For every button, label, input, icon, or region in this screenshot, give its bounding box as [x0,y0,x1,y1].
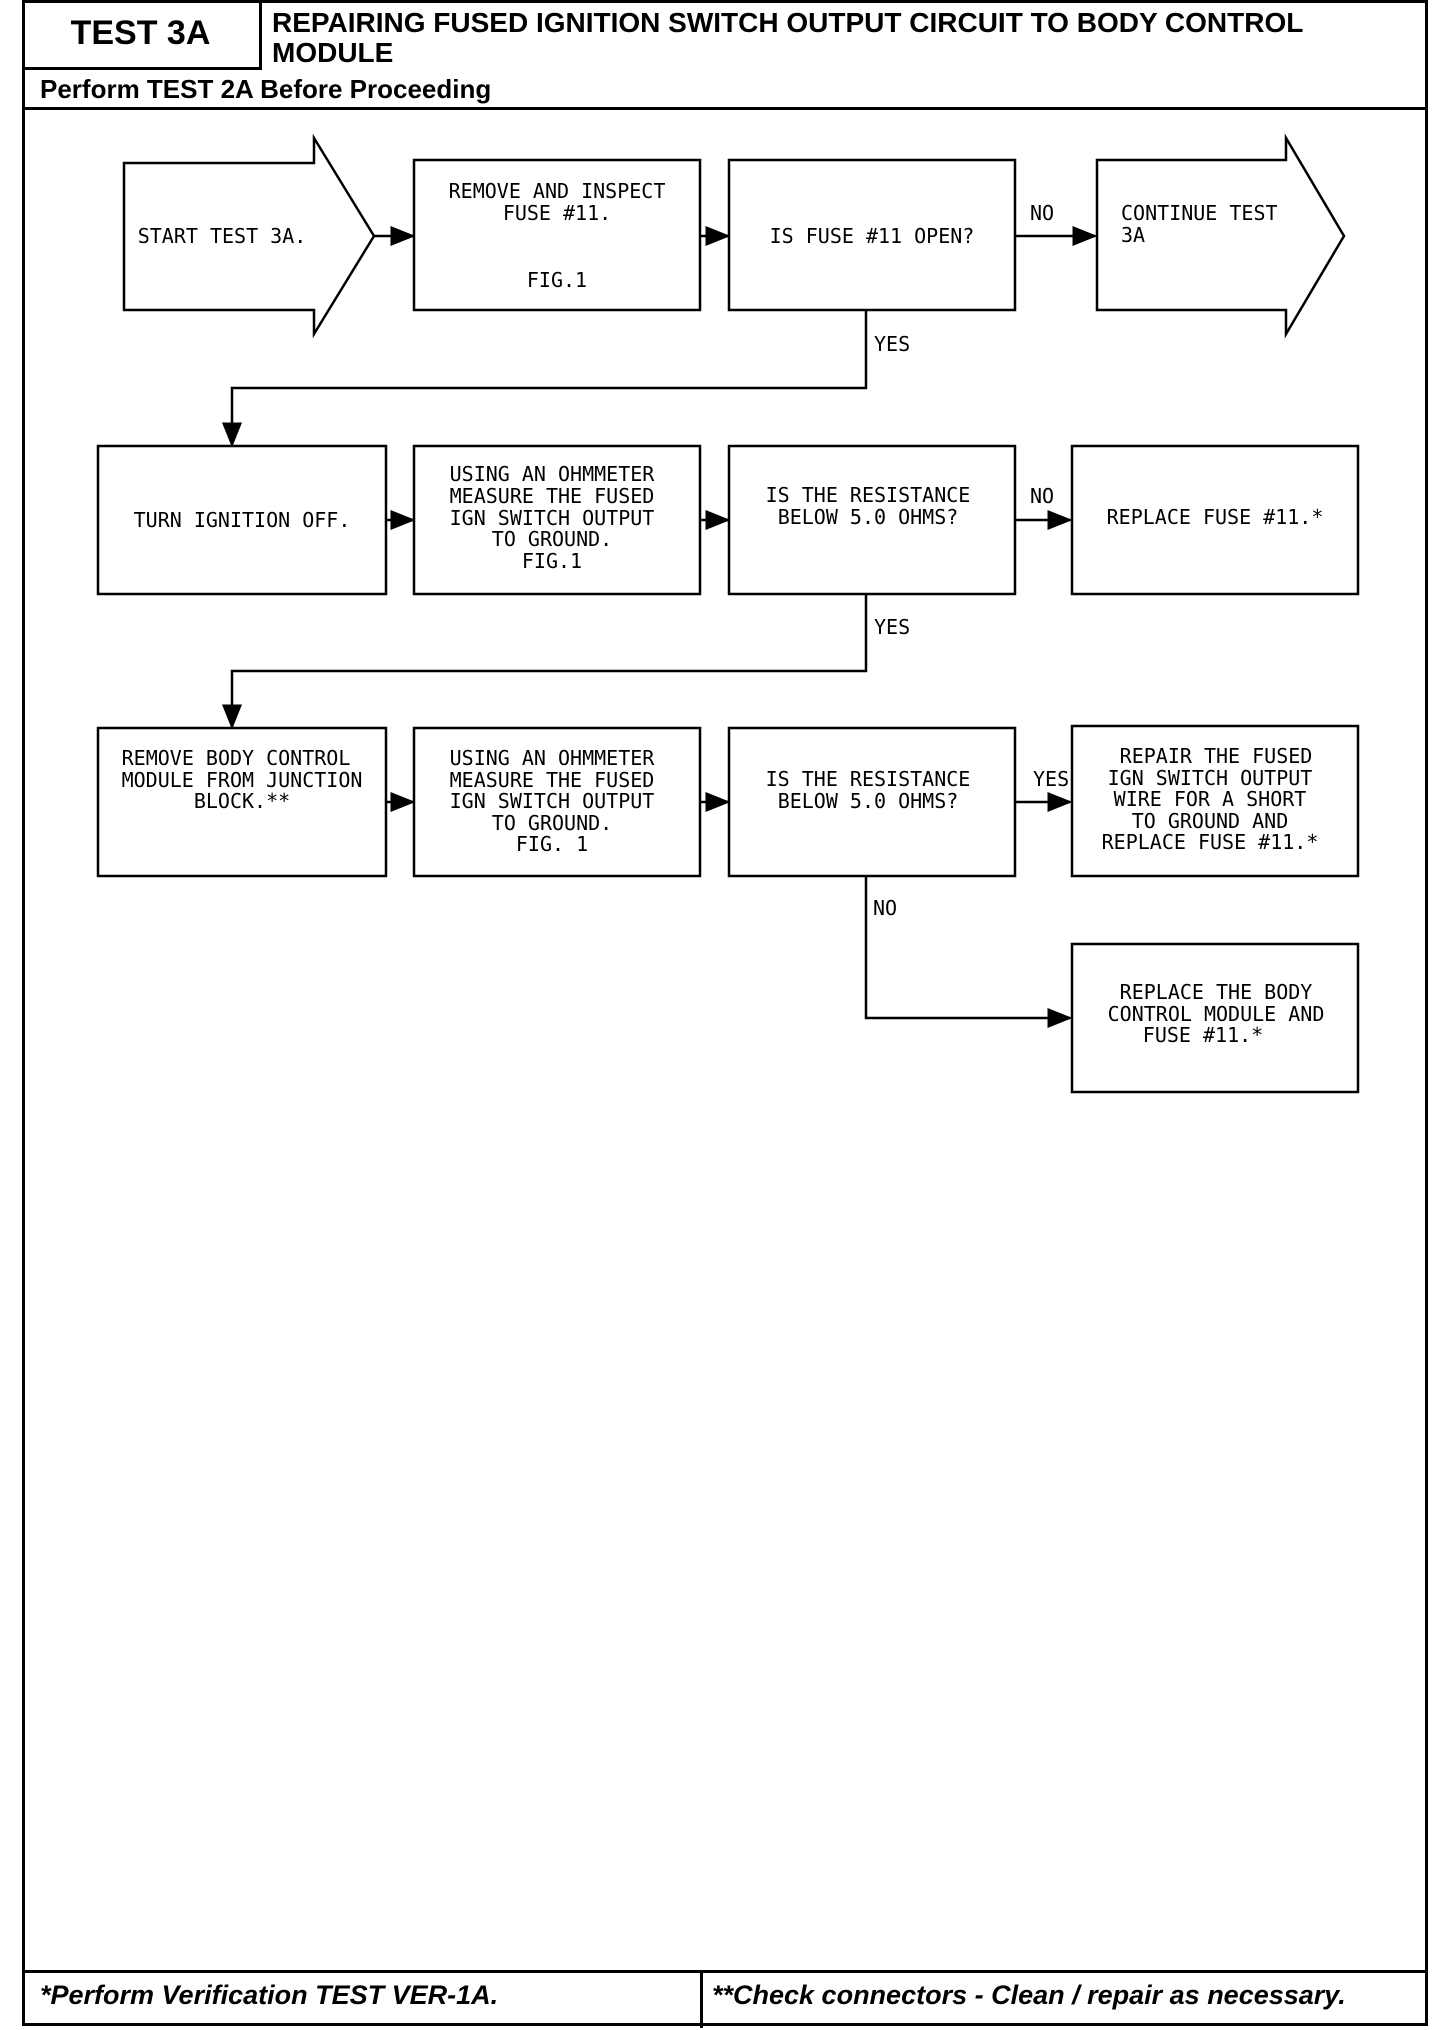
turn-ignition-off-text: TURN IGNITION OFF. [134,508,351,532]
svg-text:TO GROUND AND: TO GROUND AND [1132,809,1289,833]
svg-text:IS THE RESISTANCE: IS THE RESISTANCE [766,767,971,791]
q3-no-label: NO [873,896,897,920]
remove-bcm-text: REMOVE BODY CONTROL MODULE FROM JUNCTION… [122,746,363,813]
continue-arrow-shape [1095,133,1346,339]
resistance-question-2: IS THE RESISTANCE BELOW 5.0 OHMS? [766,767,971,813]
footer-verification-note: *Perform Verification TEST VER-1A. [40,1980,499,2010]
svg-text:3A: 3A [1121,223,1145,247]
continue-test-label: CONTINUE TEST 3A [1121,201,1278,247]
measure-fused-output-step-2 [412,726,702,878]
svg-text:MEASURE THE FUSED: MEASURE THE FUSED [450,484,655,508]
measure-fused-output-step [412,444,702,596]
svg-text:USING AN OHMMETER: USING AN OHMMETER [450,462,656,486]
svg-text:USING AN OHMMETER: USING AN OHMMETER [450,746,656,770]
svg-text:REPLACE THE BODY: REPLACE THE BODY [1120,980,1313,1004]
svg-text:MODULE FROM JUNCTION: MODULE FROM JUNCTION [122,768,363,792]
svg-text:REPAIR THE FUSED: REPAIR THE FUSED [1120,744,1313,768]
flowchart: START TEST 3A. REMOVE AND INSPECT FUSE #… [96,133,1360,1094]
q2-no-label: NO [1030,484,1054,508]
svg-text:BELOW 5.0 OHMS?: BELOW 5.0 OHMS? [778,789,959,813]
svg-text:IGN SWITCH OUTPUT: IGN SWITCH OUTPUT [450,789,655,813]
header-divider [22,107,1428,110]
test-id-label: TEST 3A [22,0,262,70]
svg-text:FIG.1: FIG.1 [522,549,582,573]
measure-fused-output-text-2: USING AN OHMMETER MEASURE THE FUSED IGN … [450,746,656,856]
svg-text:REPLACE FUSE #11.*: REPLACE FUSE #11.* [1102,830,1319,854]
q3-yes-label: YES [1033,767,1069,791]
start-label: START TEST 3A. [138,224,307,248]
measure-fused-output-text: USING AN OHMMETER MEASURE THE FUSED IGN … [450,462,656,573]
svg-text:IS THE RESISTANCE: IS THE RESISTANCE [766,483,971,507]
fuse-open-question: IS FUSE #11 OPEN? [770,224,975,248]
fuse-open-decision [727,158,1017,312]
svg-text:CONTINUE TEST: CONTINUE TEST [1121,201,1278,225]
page-frame [22,0,1428,2026]
svg-text:FIG. 1: FIG. 1 [516,832,588,856]
footer-connector-note: **Check connectors - Clean / repair as n… [712,1980,1346,2010]
svg-text:REMOVE BODY CONTROL: REMOVE BODY CONTROL [122,746,351,770]
repair-wire-result [1070,724,1360,878]
start-arrow-shape [122,133,376,339]
svg-text:FUSE #11.*: FUSE #11.* [1143,1023,1263,1047]
svg-text:FIG.1: FIG.1 [527,268,587,292]
remove-inspect-fuse-step [412,158,702,312]
svg-text:TO GROUND.: TO GROUND. [492,811,612,835]
svg-text:BELOW 5.0 OHMS?: BELOW 5.0 OHMS? [778,505,959,529]
replace-bcm-result [1070,942,1360,1094]
prerequisite-note: Perform TEST 2A Before Proceeding [40,74,492,104]
remove-inspect-fuse-text: REMOVE AND INSPECT FUSE #11. FIG.1 [449,179,666,292]
footer-divider [22,1970,1428,1973]
svg-text:FUSE #11.: FUSE #11. [503,201,611,225]
svg-text:IGN SWITCH OUTPUT: IGN SWITCH OUTPUT [450,506,655,530]
svg-text:WIRE FOR A SHORT: WIRE FOR A SHORT [1114,787,1307,811]
replace-bcm-text: REPLACE THE BODY CONTROL MODULE AND FUSE… [1108,980,1325,1047]
q1-yes-label: YES [874,332,910,356]
svg-text:BLOCK.**: BLOCK.** [194,789,290,813]
q2-yes-label: YES [874,615,910,639]
resistance-question-1: IS THE RESISTANCE BELOW 5.0 OHMS? [766,483,971,529]
svg-text:TO GROUND.: TO GROUND. [492,527,612,551]
replace-fuse-text: REPLACE FUSE #11.* [1107,505,1324,529]
footer-column-divider [700,1970,703,2028]
remove-bcm-step [96,726,388,878]
svg-text:CONTROL MODULE AND: CONTROL MODULE AND [1108,1002,1325,1026]
turn-ignition-off-step [96,444,388,596]
svg-text:REMOVE AND INSPECT: REMOVE AND INSPECT [449,179,666,203]
replace-fuse-result [1070,444,1360,596]
resistance-decision-1 [727,444,1017,596]
repair-wire-text: REPAIR THE FUSED IGN SWITCH OUTPUT WIRE … [1102,744,1319,854]
svg-text:IGN SWITCH OUTPUT: IGN SWITCH OUTPUT [1108,766,1313,790]
page-title: REPAIRING FUSED IGNITION SWITCH OUTPUT C… [272,7,1303,68]
resistance-decision-2 [727,726,1017,878]
q1-no-label: NO [1030,201,1054,225]
svg-text:MEASURE THE FUSED: MEASURE THE FUSED [450,768,655,792]
